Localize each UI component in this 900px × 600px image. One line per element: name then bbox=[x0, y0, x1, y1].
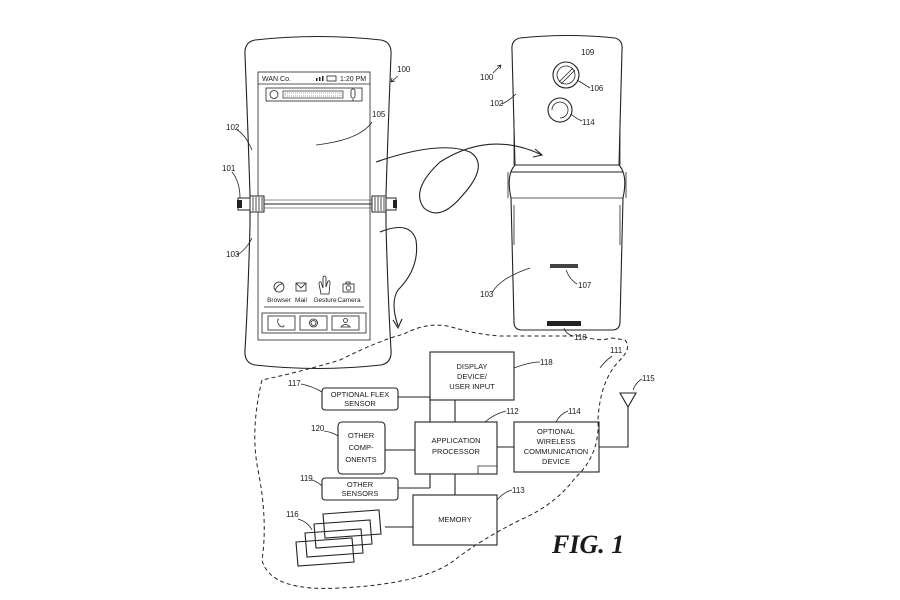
phone-icon bbox=[277, 318, 285, 328]
display-line2: DEVICE/ bbox=[457, 372, 488, 381]
back-phone: 109 106 114 100 102 103 107 110 bbox=[480, 34, 627, 342]
wireless-line3: COMMUNICATION bbox=[524, 447, 588, 456]
ref-front-103: 103 bbox=[226, 250, 240, 259]
ref-113: 113 bbox=[512, 486, 525, 495]
front-phone: WAN Co. 1:20 PM bbox=[222, 35, 411, 370]
flex-line2: SENSOR bbox=[344, 399, 376, 408]
sensors-line2: SENSORS bbox=[342, 489, 379, 498]
ref-back-106: 106 bbox=[590, 84, 604, 93]
connector-to-diagram bbox=[379, 226, 418, 327]
camera-lens-icon bbox=[552, 61, 580, 89]
ref-front-100: 100 bbox=[397, 65, 411, 74]
camera-icon[interactable] bbox=[342, 281, 355, 293]
comp-line3: ONENTS bbox=[345, 455, 376, 464]
hinge-assembly bbox=[237, 195, 397, 213]
application-processor-block: APPLICATION PROCESSOR 112 bbox=[414, 407, 519, 475]
proc-line1: APPLICATION bbox=[431, 436, 480, 445]
ref-120: 120 bbox=[311, 424, 325, 433]
ref-112: 112 bbox=[506, 407, 519, 416]
contact-icon bbox=[340, 318, 351, 328]
front-phone-body bbox=[244, 35, 392, 370]
time-label: 1:20 PM bbox=[340, 76, 366, 83]
ref-117: 117 bbox=[288, 379, 301, 388]
ref-back-100: 100 bbox=[480, 73, 494, 82]
boundary-111 bbox=[254, 324, 629, 589]
wireless-line1: OPTIONAL bbox=[537, 427, 575, 436]
ref-back-109: 109 bbox=[581, 48, 595, 57]
gesture-hand-icon[interactable] bbox=[318, 275, 331, 295]
other-sensors-block: OTHER SENSORS 119 bbox=[300, 474, 399, 501]
search-icon bbox=[269, 90, 279, 99]
search-field[interactable] bbox=[282, 90, 344, 99]
wireless-line2: WIRELESS bbox=[537, 437, 576, 446]
app-label-browser: Browser bbox=[267, 297, 292, 304]
figure-title: FIG. 1 bbox=[551, 530, 624, 559]
ref-front-105: 105 bbox=[372, 110, 386, 119]
proc-line2: PROCESSOR bbox=[432, 447, 481, 456]
fingerprint-sensor bbox=[547, 97, 573, 123]
app-icon-row bbox=[273, 275, 355, 295]
ref-119: 119 bbox=[300, 474, 313, 483]
ref-115: 115 bbox=[642, 374, 655, 383]
antenna-icon bbox=[619, 392, 637, 409]
memory-block: MEMORY 113 bbox=[412, 486, 525, 546]
back-phone-body bbox=[508, 34, 626, 331]
ref-front-101: 101 bbox=[222, 164, 236, 173]
connector-squiggle bbox=[375, 143, 543, 214]
display-line1: DISPLAY bbox=[456, 362, 487, 371]
bottom-connector bbox=[547, 321, 581, 326]
ref-front-102: 102 bbox=[226, 123, 240, 132]
mic-icon bbox=[350, 88, 356, 101]
contact-button[interactable] bbox=[331, 315, 360, 331]
app-label-gesture: Gesture bbox=[313, 297, 337, 304]
ref-114-block: 114 bbox=[568, 407, 581, 416]
phone-button[interactable] bbox=[267, 315, 296, 331]
sensors-line1: OTHER bbox=[347, 480, 374, 489]
ref-back-102: 102 bbox=[490, 99, 504, 108]
ref-back-110: 110 bbox=[574, 333, 587, 342]
battery-icon bbox=[326, 75, 337, 82]
block-diagram: 111 DISPLAY DEVICE/ USER INPUT 118 bbox=[254, 324, 655, 589]
wireless-line4: DEVICE bbox=[542, 457, 570, 466]
other-components-block: OTHER COMP- ONENTS 120 bbox=[311, 421, 386, 475]
flex-sensor-block: OPTIONAL FLEX SENSOR 117 bbox=[288, 379, 399, 411]
ref-back-107: 107 bbox=[578, 281, 592, 290]
ref-116: 116 bbox=[286, 510, 299, 519]
comp-line2: COMP- bbox=[349, 443, 375, 452]
stacked-cards bbox=[295, 509, 382, 567]
wireless-device-block: OPTIONAL WIRELESS COMMUNICATION DEVICE 1… bbox=[513, 407, 600, 473]
display-line3: USER INPUT bbox=[449, 382, 495, 391]
signal-icon bbox=[316, 76, 324, 81]
home-icon bbox=[309, 318, 318, 328]
ref-118: 118 bbox=[540, 358, 553, 367]
browser-icon[interactable] bbox=[273, 281, 285, 293]
display-device-block: DISPLAY DEVICE/ USER INPUT 118 bbox=[429, 351, 553, 401]
ref-back-103: 103 bbox=[480, 290, 494, 299]
home-button[interactable] bbox=[299, 315, 328, 331]
mail-icon[interactable] bbox=[295, 282, 307, 292]
search-bar[interactable] bbox=[265, 87, 363, 102]
app-label-camera: Camera bbox=[337, 297, 361, 304]
app-label-mail: Mail bbox=[295, 297, 307, 304]
ref-back-114: 114 bbox=[582, 118, 595, 127]
comp-line1: OTHER bbox=[348, 431, 375, 440]
back-pattern bbox=[550, 264, 578, 268]
flex-line1: OPTIONAL FLEX bbox=[331, 390, 390, 399]
ref-111: 111 bbox=[610, 346, 623, 355]
memory-line1: MEMORY bbox=[438, 515, 472, 524]
bus-lines bbox=[385, 396, 629, 528]
dock-bar bbox=[261, 312, 367, 334]
carrier-label: WAN Co. bbox=[262, 76, 291, 83]
